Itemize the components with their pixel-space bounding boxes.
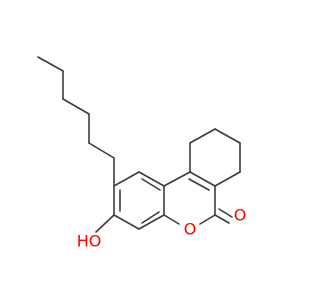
bond-cy-3	[214, 128, 241, 144]
bond-ar-double-2	[141, 211, 160, 224]
bond-chain-5	[88, 142, 115, 159]
bond-hydroxyl	[95, 214, 115, 233]
bond-chain-7	[113, 171, 140, 187]
bond-lac-2	[199, 214, 216, 225]
bond-carbonyl-2	[218, 208, 233, 218]
bond-lac-5	[163, 171, 191, 187]
cyclohexene-ring	[189, 128, 241, 187]
structure-canvas: HO O O	[37, 56, 247, 251]
bond-chain-1	[37, 56, 64, 72]
molecule-structure: HO O O	[37, 56, 247, 251]
bond-ar-4	[113, 214, 140, 230]
hydroxyl-label: HO	[77, 232, 102, 251]
bond-chain-3	[62, 98, 90, 115]
bond-lac-double	[188, 178, 210, 191]
carbonyl	[214, 208, 233, 224]
bond-ar-1	[138, 171, 165, 187]
bond-lac-1	[163, 214, 180, 225]
bond-ar-3	[138, 214, 165, 230]
carbonyl-oxygen-label: O	[234, 206, 247, 225]
lactone-ring	[163, 171, 216, 225]
bond-cy-5	[214, 171, 241, 187]
aromatic-ring	[113, 171, 165, 230]
ring-oxygen-label: O	[184, 220, 197, 239]
bond-lac-4	[189, 171, 216, 187]
hexyl-chain	[37, 56, 140, 187]
bond-ar-double-1	[141, 178, 161, 191]
bond-carbonyl-1	[214, 214, 230, 224]
bond-cy-2	[189, 128, 216, 144]
